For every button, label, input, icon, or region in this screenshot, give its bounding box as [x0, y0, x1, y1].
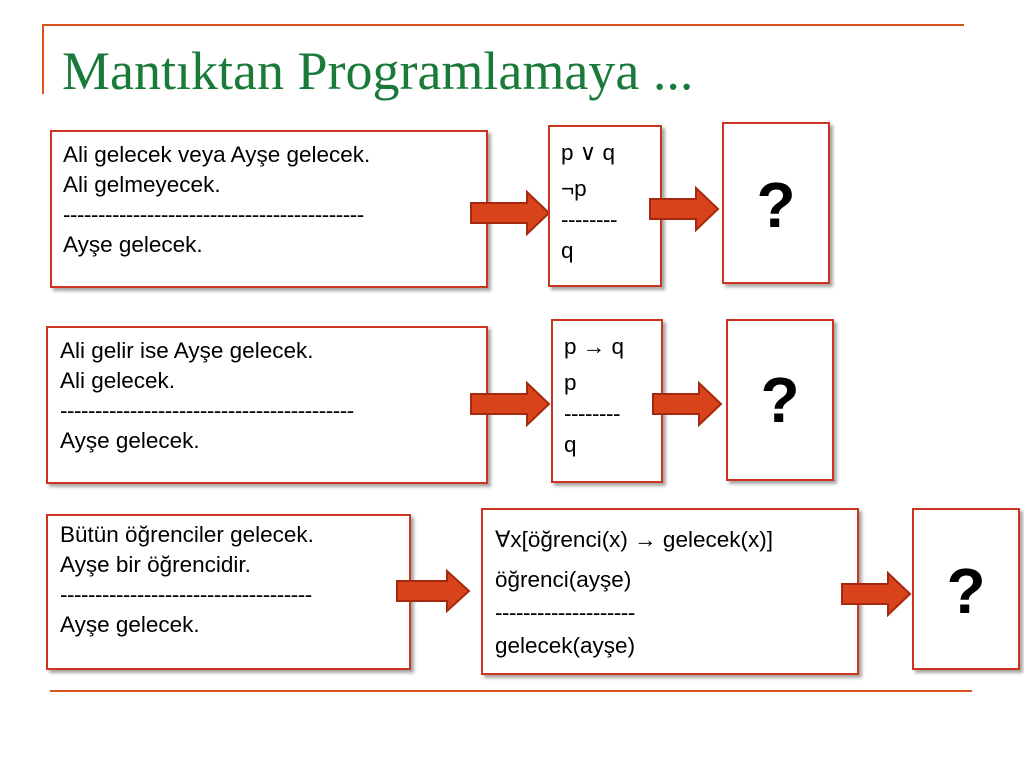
formula-line: p ∨ q	[561, 140, 615, 165]
premise-line: Ali gelmeyecek.	[63, 172, 221, 197]
right-arrow-icon	[652, 381, 723, 427]
premises-box-2: Ali gelir ise Ayşe gelecek. Ali gelecek.…	[46, 326, 488, 484]
premise-line: Ali gelecek veya Ayşe gelecek.	[63, 142, 371, 167]
result-box-2: ?	[726, 319, 834, 481]
conclusion-formula: q	[564, 432, 577, 457]
conclusion-line: Ayşe gelecek.	[60, 428, 200, 453]
result-box-1: ?	[722, 122, 830, 284]
premise-line: Ayşe bir öğrencidir.	[60, 552, 251, 577]
premise-line: Bütün öğrenciler gelecek.	[60, 522, 314, 547]
right-arrow-icon	[470, 381, 551, 427]
conclusion-line: Ayşe gelecek.	[63, 232, 203, 257]
premises-box-3: Bütün öğrenciler gelecek. Ayşe bir öğren…	[46, 514, 411, 670]
separator-line: ----------------------------------------…	[60, 398, 354, 423]
premise-line: Ali gelecek.	[60, 368, 176, 393]
logic-box-3: ∀x[öğrenci(x) → gelecek(x)] öğrenci(ayşe…	[481, 508, 859, 675]
formula-line: ∀x[öğrenci(x) → gelecek(x)]	[495, 527, 773, 552]
right-arrow-icon	[841, 571, 912, 617]
separator-line: --------	[564, 401, 620, 426]
conclusion-formula: gelecek(ayşe)	[495, 633, 636, 658]
question-mark: ?	[756, 169, 796, 241]
formula-line: ¬p	[561, 176, 587, 201]
right-arrow-icon	[470, 190, 551, 236]
left-rule	[42, 24, 44, 94]
logic-box-1: p ∨ q ¬p -------- q	[548, 125, 662, 287]
separator-line: ----------------------------------------…	[63, 202, 364, 227]
formula-line: p	[564, 370, 577, 395]
formula-line: öğrenci(ayşe)	[495, 567, 632, 592]
separator-line: --------	[561, 207, 617, 232]
conclusion-line: Ayşe gelecek.	[60, 612, 200, 637]
question-mark: ?	[946, 555, 986, 627]
question-mark: ?	[760, 364, 800, 436]
premises-box-1: Ali gelecek veya Ayşe gelecek. Ali gelme…	[50, 130, 488, 288]
formula-line: p → q	[564, 334, 625, 359]
top-rule	[42, 24, 964, 26]
result-box-3: ?	[912, 508, 1020, 670]
conclusion-formula: q	[561, 238, 574, 263]
logic-box-2: p → q p -------- q	[551, 319, 663, 483]
bottom-rule	[50, 690, 972, 692]
separator-line: ------------------------------------	[60, 582, 312, 607]
right-arrow-icon	[396, 569, 471, 613]
premise-line: Ali gelir ise Ayşe gelecek.	[60, 338, 314, 363]
right-arrow-icon	[649, 186, 720, 232]
slide-title: Mantıktan Programlamaya ...	[62, 41, 694, 101]
separator-line: --------------------	[495, 600, 635, 625]
